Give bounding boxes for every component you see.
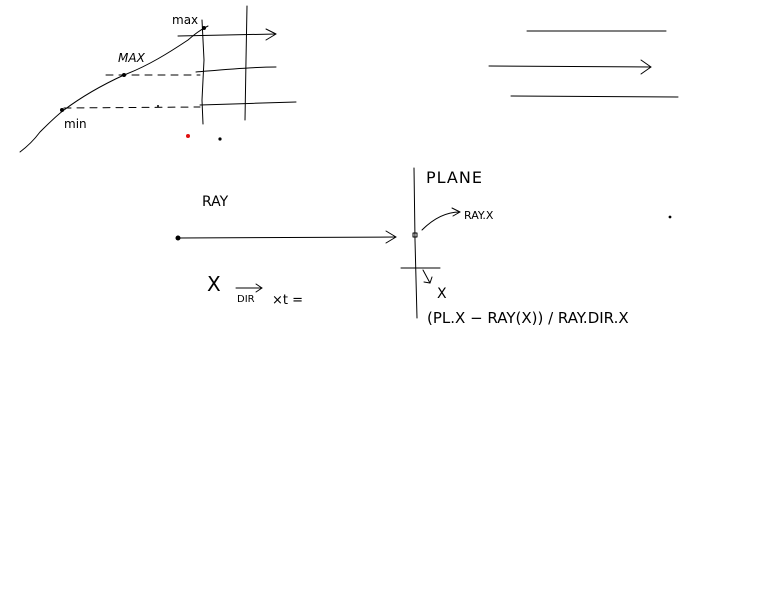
parallel-lines-sketch xyxy=(488,30,679,98)
min-point xyxy=(60,108,64,112)
stray-dot xyxy=(157,105,159,107)
label-plane: PLANE xyxy=(426,168,483,187)
dir-arrowhead xyxy=(255,283,263,293)
label-ray-x: RAY.X xyxy=(464,209,494,222)
label-dir-sub: DIR xyxy=(237,294,255,305)
top-point xyxy=(202,26,206,30)
parallel-arrowhead xyxy=(640,59,652,75)
grid-line-bottom xyxy=(199,101,297,106)
label-ray: RAY xyxy=(202,194,229,210)
hit-point xyxy=(412,232,418,238)
ray-squiggle xyxy=(19,25,209,153)
ray-x-pointer-head xyxy=(451,207,461,217)
stray-dot-right xyxy=(668,215,672,219)
max-point xyxy=(122,73,126,77)
plane-line xyxy=(413,167,418,319)
grid-vertical-right xyxy=(244,5,248,121)
grid-vertical-left xyxy=(201,19,205,125)
dashed-line-min xyxy=(63,106,201,109)
label-x-sym: X xyxy=(437,286,447,302)
ray-arrowhead xyxy=(385,230,397,244)
red-dot xyxy=(186,134,190,138)
ray-x-pointer xyxy=(421,211,461,231)
grid-top-arrowhead xyxy=(265,28,277,41)
parallel-line-bottom xyxy=(510,95,679,98)
label-top-max: max xyxy=(172,13,198,27)
direction-equation: X DIR ×t = xyxy=(207,272,303,308)
label-dir-times-t: ×t = xyxy=(272,293,303,308)
x-pointer-arrow xyxy=(422,269,431,284)
slab-sketch: max MAX min xyxy=(19,5,297,153)
label-min: min xyxy=(64,117,87,131)
ray-arrow-line xyxy=(177,236,397,239)
grid-top-arrow-line xyxy=(177,33,277,37)
label-mid-max: MAX xyxy=(118,51,146,65)
label-formula: (PL.X − RAY(X)) / RAY.DIR.X xyxy=(427,309,629,327)
label-dir-lead: X xyxy=(207,272,221,296)
grid-line-middle xyxy=(195,66,277,73)
x-pointer-head xyxy=(423,276,433,284)
black-dot xyxy=(218,137,222,141)
ray-plane-sketch: RAY PLANE RAY.X X (PL.X − RAY(X)) / RAY.… xyxy=(175,167,672,327)
parallel-arrow-line xyxy=(488,65,652,68)
